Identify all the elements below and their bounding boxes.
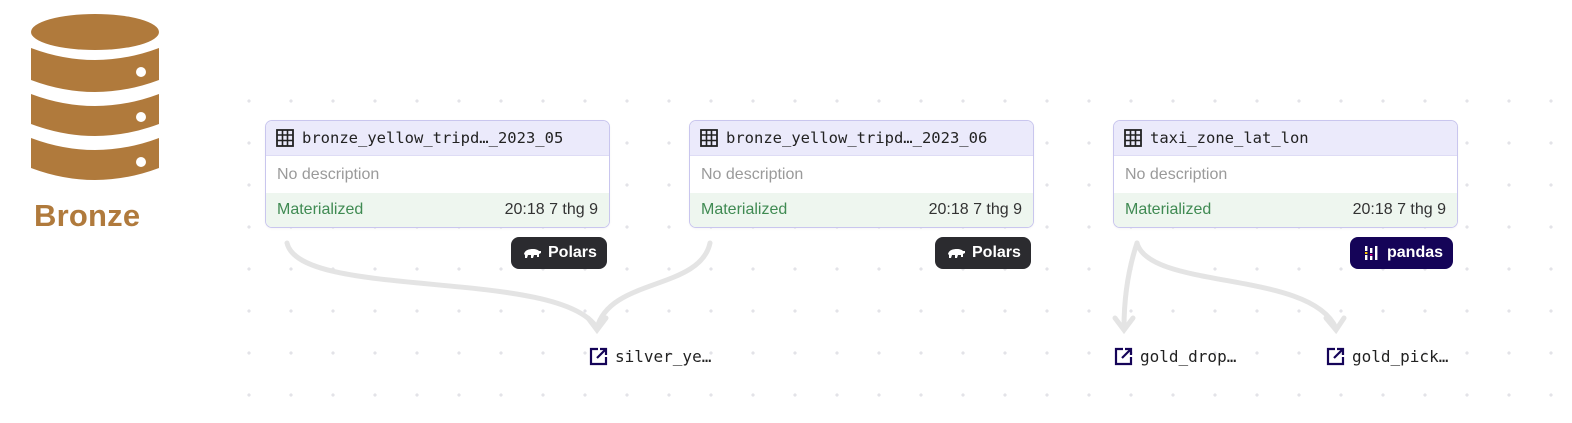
- link-label: silver_ye…: [615, 347, 712, 366]
- status-label: Materialized: [701, 201, 788, 218]
- table-icon: [700, 129, 718, 147]
- compute-kind-label: pandas: [1387, 244, 1444, 261]
- compute-kind-badge: Polars: [511, 237, 607, 269]
- status-label: Materialized: [1125, 201, 1212, 218]
- table-icon: [276, 129, 294, 147]
- arrowhead-gold-drop: [1112, 315, 1136, 335]
- link-label: gold_drop…: [1140, 347, 1237, 366]
- pandas-icon: [1365, 246, 1378, 260]
- external-link-icon: [1114, 347, 1133, 366]
- downstream-asset-link[interactable]: gold_drop…: [1114, 347, 1236, 366]
- compute-kind-badge: pandas: [1350, 237, 1454, 269]
- edge-2023-06-to-silver: [594, 240, 713, 331]
- asset-status-row: Materialized 20:18 7 thg 9: [1114, 193, 1457, 227]
- asset-status-row: Materialized 20:18 7 thg 9: [690, 193, 1033, 227]
- asset-node[interactable]: bronze_yellow_tripd…_2023_05 No descript…: [265, 120, 610, 228]
- asset-description: No description: [1125, 166, 1228, 183]
- arrowhead-gold-pick: [1323, 315, 1347, 335]
- asset-header[interactable]: bronze_yellow_tripd…_2023_06: [690, 121, 1033, 156]
- edge-taxi-to-gold-pick: [1134, 240, 1339, 331]
- downstream-asset-link[interactable]: silver_ye…: [589, 347, 711, 366]
- polar-bear-icon: [524, 249, 541, 258]
- downstream-asset-link[interactable]: gold_pick…: [1326, 347, 1448, 366]
- external-link-icon: [1326, 347, 1345, 366]
- database-icon: [31, 14, 159, 180]
- polar-bear-icon: [948, 249, 965, 258]
- asset-node[interactable]: taxi_zone_lat_lon No description Materia…: [1113, 120, 1458, 228]
- asset-name: taxi_zone_lat_lon: [1150, 129, 1309, 147]
- arrowhead-silver: [585, 315, 609, 335]
- asset-description: No description: [701, 166, 804, 183]
- edge-2023-05-to-silver: [284, 240, 600, 331]
- compute-kind-label: Polars: [972, 244, 1021, 261]
- layer-label: Bronze: [34, 198, 141, 233]
- asset-node[interactable]: bronze_yellow_tripd…_2023_06 No descript…: [689, 120, 1034, 228]
- materialized-time: 20:18 7 thg 9: [1352, 201, 1446, 218]
- asset-header[interactable]: bronze_yellow_tripd…_2023_05: [266, 121, 609, 156]
- materialized-time: 20:18 7 thg 9: [928, 201, 1022, 218]
- edge-taxi-to-gold-drop: [1121, 240, 1140, 331]
- asset-header[interactable]: taxi_zone_lat_lon: [1114, 121, 1457, 156]
- external-link-icon: [589, 347, 608, 366]
- asset-name: bronze_yellow_tripd…_2023_05: [302, 129, 564, 147]
- table-icon: [1124, 129, 1142, 147]
- link-label: gold_pick…: [1352, 347, 1449, 366]
- status-label: Materialized: [277, 201, 364, 218]
- materialized-time: 20:18 7 thg 9: [504, 201, 598, 218]
- asset-description: No description: [277, 166, 380, 183]
- compute-kind-badge: Polars: [935, 237, 1031, 269]
- asset-status-row: Materialized 20:18 7 thg 9: [266, 193, 609, 227]
- compute-kind-label: Polars: [548, 244, 597, 261]
- asset-name: bronze_yellow_tripd…_2023_06: [726, 129, 988, 147]
